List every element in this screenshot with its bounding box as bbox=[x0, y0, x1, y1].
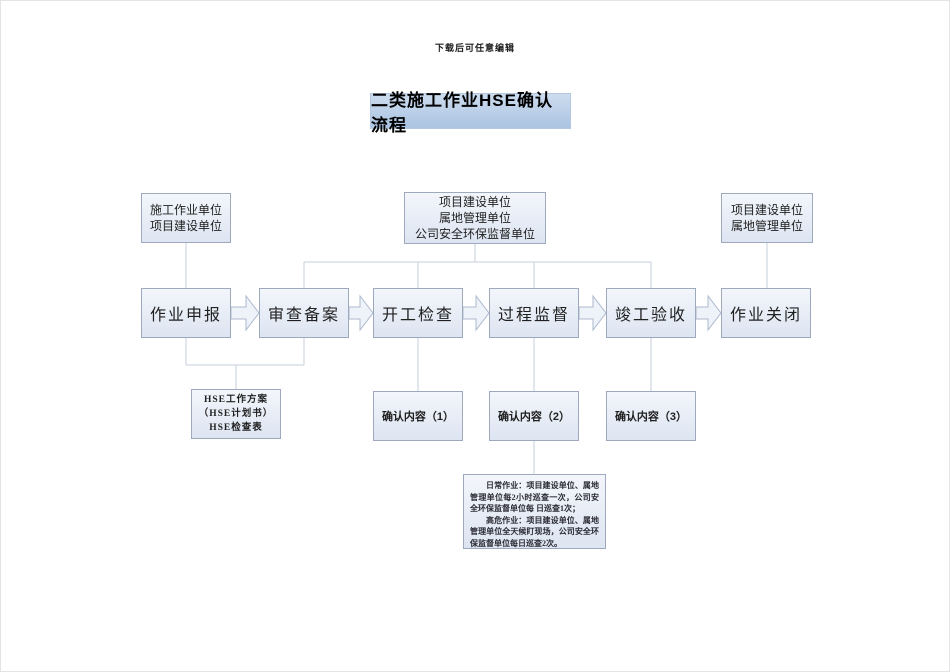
connector-lines bbox=[185, 243, 768, 474]
flow-step-completion-acceptance: 竣工验收 bbox=[606, 288, 696, 338]
org-line: 施工作业单位 bbox=[149, 203, 222, 217]
flow-step-job-declaration: 作业申报 bbox=[141, 288, 231, 338]
org-line: 项目建设单位 bbox=[730, 203, 803, 217]
diagram-title: 二类施工作业HSE确认流程 bbox=[370, 91, 571, 135]
confirm-content-box-1: 确认内容（1） bbox=[373, 391, 463, 441]
arrow-right-icon bbox=[348, 294, 374, 332]
flow-step-job-closure: 作业关闭 bbox=[721, 288, 811, 338]
arrow-right-icon bbox=[230, 294, 260, 332]
hse-line: HSE工作方案 bbox=[203, 395, 268, 405]
hse-line: （HSE计划书） bbox=[198, 409, 274, 419]
org-line: 公司安全环保监督单位 bbox=[414, 227, 535, 241]
arrow-right-icon bbox=[695, 294, 722, 332]
confirm-content-box-3: 确认内容（3） bbox=[606, 391, 696, 441]
org-line: 属地管理单位 bbox=[438, 211, 511, 225]
flow-step-review-filing: 审查备案 bbox=[259, 288, 349, 338]
confirm-content-box-2: 确认内容（2） bbox=[489, 391, 579, 441]
flow-step-process-supervision: 过程监督 bbox=[489, 288, 579, 338]
hse-plan-box: HSE工作方案 （HSE计划书） HSE检查表 bbox=[191, 389, 281, 439]
header-note: 下载后可任意编辑 bbox=[434, 43, 515, 53]
org-box-closure-units: 项目建设单位 属地管理单位 bbox=[721, 193, 813, 243]
org-box-declare-units: 施工作业单位 项目建设单位 bbox=[141, 193, 231, 243]
org-box-supervision-units: 项目建设单位 属地管理单位 公司安全环保监督单位 bbox=[404, 192, 546, 244]
org-line: 属地管理单位 bbox=[730, 219, 803, 233]
flow-step-startup-inspection: 开工检查 bbox=[373, 288, 463, 338]
flow-arrows bbox=[230, 294, 722, 332]
org-line: 项目建设单位 bbox=[438, 195, 511, 209]
note-paragraph-high-risk: 高危作业：项目建设单位、属地管理单位全天候盯现场，公司安全环保监督单位每日巡查2… bbox=[470, 515, 599, 548]
arrow-right-icon bbox=[462, 294, 490, 332]
arrow-right-icon bbox=[578, 294, 607, 332]
hse-line: HSE检查表 bbox=[209, 423, 263, 433]
org-line: 项目建设单位 bbox=[149, 219, 222, 233]
note-paragraph-daily: 日常作业：项目建设单位、属地管理单位每2小时巡查一次，公司安全环保监督单位每 日… bbox=[470, 481, 599, 513]
inspection-note-box: 日常作业：项目建设单位、属地管理单位每2小时巡查一次，公司安全环保监督单位每 日… bbox=[463, 474, 606, 549]
